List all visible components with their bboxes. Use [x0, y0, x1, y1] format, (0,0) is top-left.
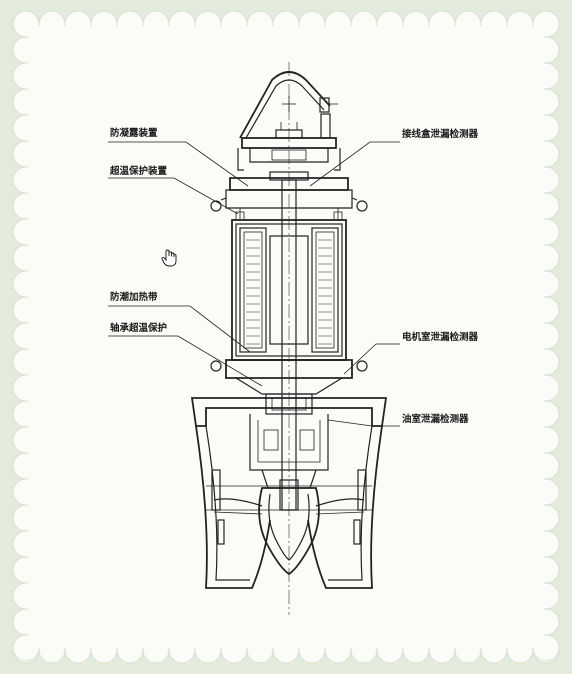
hand-pointer-icon: [161, 249, 177, 267]
pump-casing: [190, 397, 388, 589]
label-anti-condensation: 防凝露装置: [110, 127, 158, 139]
label-motor-room-leak: 电机室泄漏检测器: [402, 331, 479, 343]
leader-lines: [108, 141, 400, 427]
junction-box: [237, 122, 341, 171]
label-junction-box-leak: 接线盒泄漏检测器: [402, 128, 479, 140]
label-oil-room-leak: 油室泄漏检测器: [402, 413, 469, 425]
lower-end-cap: [210, 359, 368, 415]
label-over-temp-protection: 超温保护装置: [109, 165, 168, 177]
label-bearing-over-temp: 轴承超温保护: [110, 322, 167, 334]
label-moisture-heater: 防潮加热带: [110, 291, 158, 303]
